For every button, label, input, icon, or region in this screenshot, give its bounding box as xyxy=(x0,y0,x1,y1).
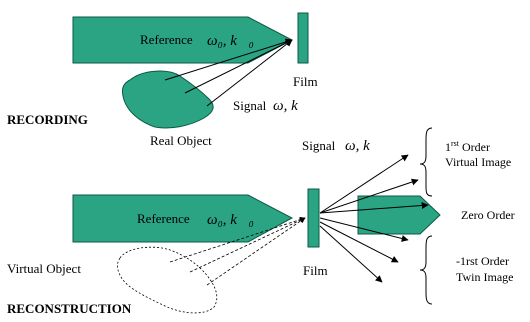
real-object-label: Real Object xyxy=(150,133,212,148)
first-order-arrow-1 xyxy=(319,154,409,214)
recording-signal-arrow-1 xyxy=(164,38,293,81)
recording-section-label: RECORDING xyxy=(7,112,88,127)
recording-film-label: Film xyxy=(293,74,318,89)
recording-reference-beam xyxy=(72,16,294,64)
reconstruction-reference-label: Reference xyxy=(137,211,190,226)
minus-first-order-arrow-2 xyxy=(319,221,399,263)
minus-first-order-arrow-1 xyxy=(319,217,409,242)
minus-first-order-label-line1: -1rst Order xyxy=(456,254,509,268)
recording-reference-label: Reference xyxy=(140,32,193,47)
recording-signal-label: Signal xyxy=(233,98,267,113)
minus-first-order-brace xyxy=(419,235,433,305)
recording-signal-arrow-3 xyxy=(206,39,293,107)
virtual-object-shape xyxy=(117,246,218,314)
reconstruction-reference-math: ω₀, k⃗₀ xyxy=(207,212,254,228)
first-order-label-line1: 1rst Order xyxy=(445,139,490,154)
recording-reference-math: ω₀, k⃗₀ xyxy=(207,33,254,49)
minus-first-order-label-line2: Twin Image xyxy=(456,270,513,284)
minus-first-order-arrow-3 xyxy=(319,225,383,283)
first-order-label-line2: Virtual Image xyxy=(445,155,511,169)
reconstruction-signal-math: ω, k⃗ xyxy=(345,138,381,154)
reconstruction-signal-label: Signal xyxy=(302,138,336,153)
recording-film xyxy=(297,12,309,64)
first-order-arrow-2 xyxy=(319,178,419,214)
real-object-shape xyxy=(121,70,214,129)
first-order-brace xyxy=(419,127,433,197)
reconstruction-section: Reference ω₀, k⃗₀ Film Signal ω, k⃗ 1rst… xyxy=(7,127,515,316)
reconstruction-film xyxy=(307,188,320,248)
recording-section: Reference ω₀, k⃗₀ Film Signal ω, k⃗ Real… xyxy=(7,12,318,148)
virtual-signal-arrow-1 xyxy=(169,216,306,263)
reconstruction-reference-beam xyxy=(72,194,294,243)
reconstruction-film-label: Film xyxy=(303,263,328,278)
first-order-arrow-3 xyxy=(319,201,429,214)
recording-signal-arrow-2 xyxy=(184,39,293,94)
recording-signal-math: ω, k⃗ xyxy=(273,98,309,114)
zero-order-label: Zero Order xyxy=(461,208,515,222)
zero-order-beam xyxy=(357,195,441,235)
virtual-signal-arrow-2 xyxy=(189,217,306,273)
virtual-object-label: Virtual Object xyxy=(7,261,81,276)
reconstruction-section-label: RECONSTRUCTION xyxy=(7,301,132,316)
